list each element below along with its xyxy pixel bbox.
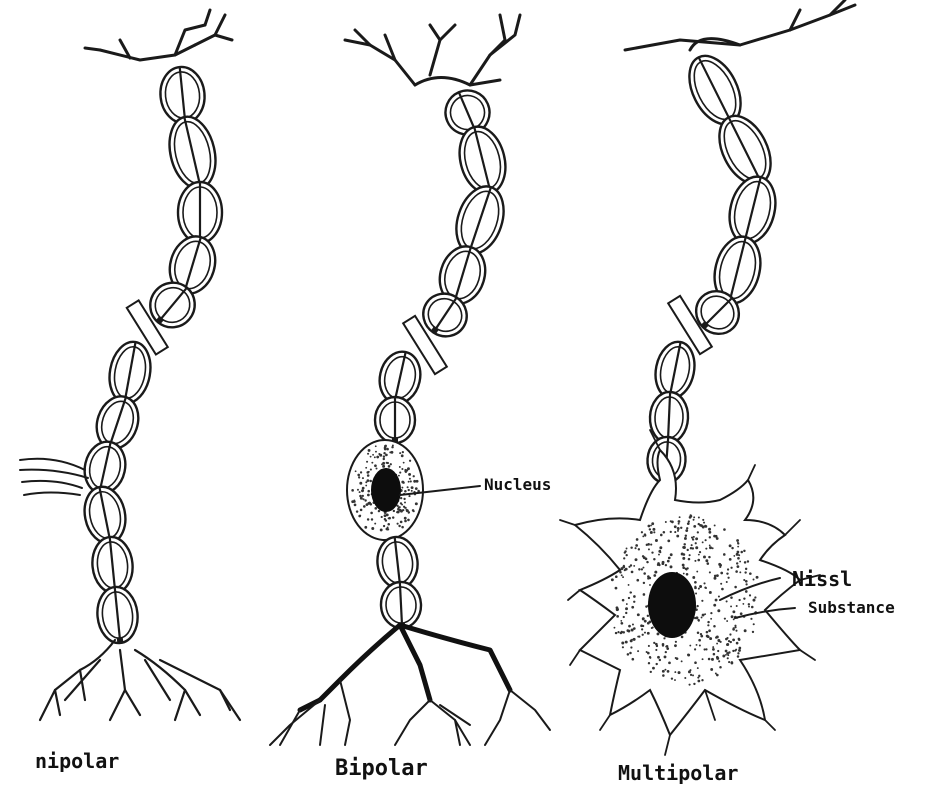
bipolar-nucleus xyxy=(371,468,401,512)
myelin-segment xyxy=(163,112,222,193)
substance-label: Substance xyxy=(808,598,895,617)
myelin-segment xyxy=(95,585,140,645)
nucleus-label: Nucleus xyxy=(484,475,551,494)
multipolar-nucleus xyxy=(648,572,696,638)
unipolar-label: nipolar xyxy=(35,749,119,773)
myelin-segment xyxy=(158,65,207,125)
multipolar-cell-body xyxy=(575,450,800,735)
nissl-label: Nissl xyxy=(792,567,852,591)
bipolar-top-branches xyxy=(345,15,520,85)
myelin-segment xyxy=(375,397,415,443)
unipolar-side-fibers xyxy=(20,459,88,495)
multipolar-axon-lower xyxy=(646,338,699,484)
bipolar-axon-lower xyxy=(375,348,425,443)
bipolar-axon-upper xyxy=(415,84,512,345)
myelin-segment xyxy=(380,581,422,629)
myelin-segment xyxy=(723,172,782,248)
multipolar-axon-upper xyxy=(679,47,782,342)
myelin-segment xyxy=(105,338,155,406)
bipolar-cell-body xyxy=(347,440,423,540)
bipolar-axon-below-soma xyxy=(375,535,422,629)
unipolar-axon-upper xyxy=(141,65,222,337)
bipolar-bottom-branches xyxy=(300,625,510,710)
bipolar-neuron xyxy=(270,15,550,745)
myelin-segment xyxy=(178,182,222,243)
unipolar-axon-lower xyxy=(80,338,155,645)
unipolar-neuron xyxy=(20,10,240,720)
multipolar-label: Multipolar xyxy=(618,761,738,785)
multipolar-neuron xyxy=(560,0,855,755)
unipolar-bottom-branches xyxy=(40,640,240,720)
multipolar-top-branches xyxy=(625,0,855,50)
bipolar-label: Bipolar xyxy=(335,756,428,781)
myelin-segment xyxy=(90,535,135,595)
unipolar-top-branches xyxy=(85,10,232,60)
